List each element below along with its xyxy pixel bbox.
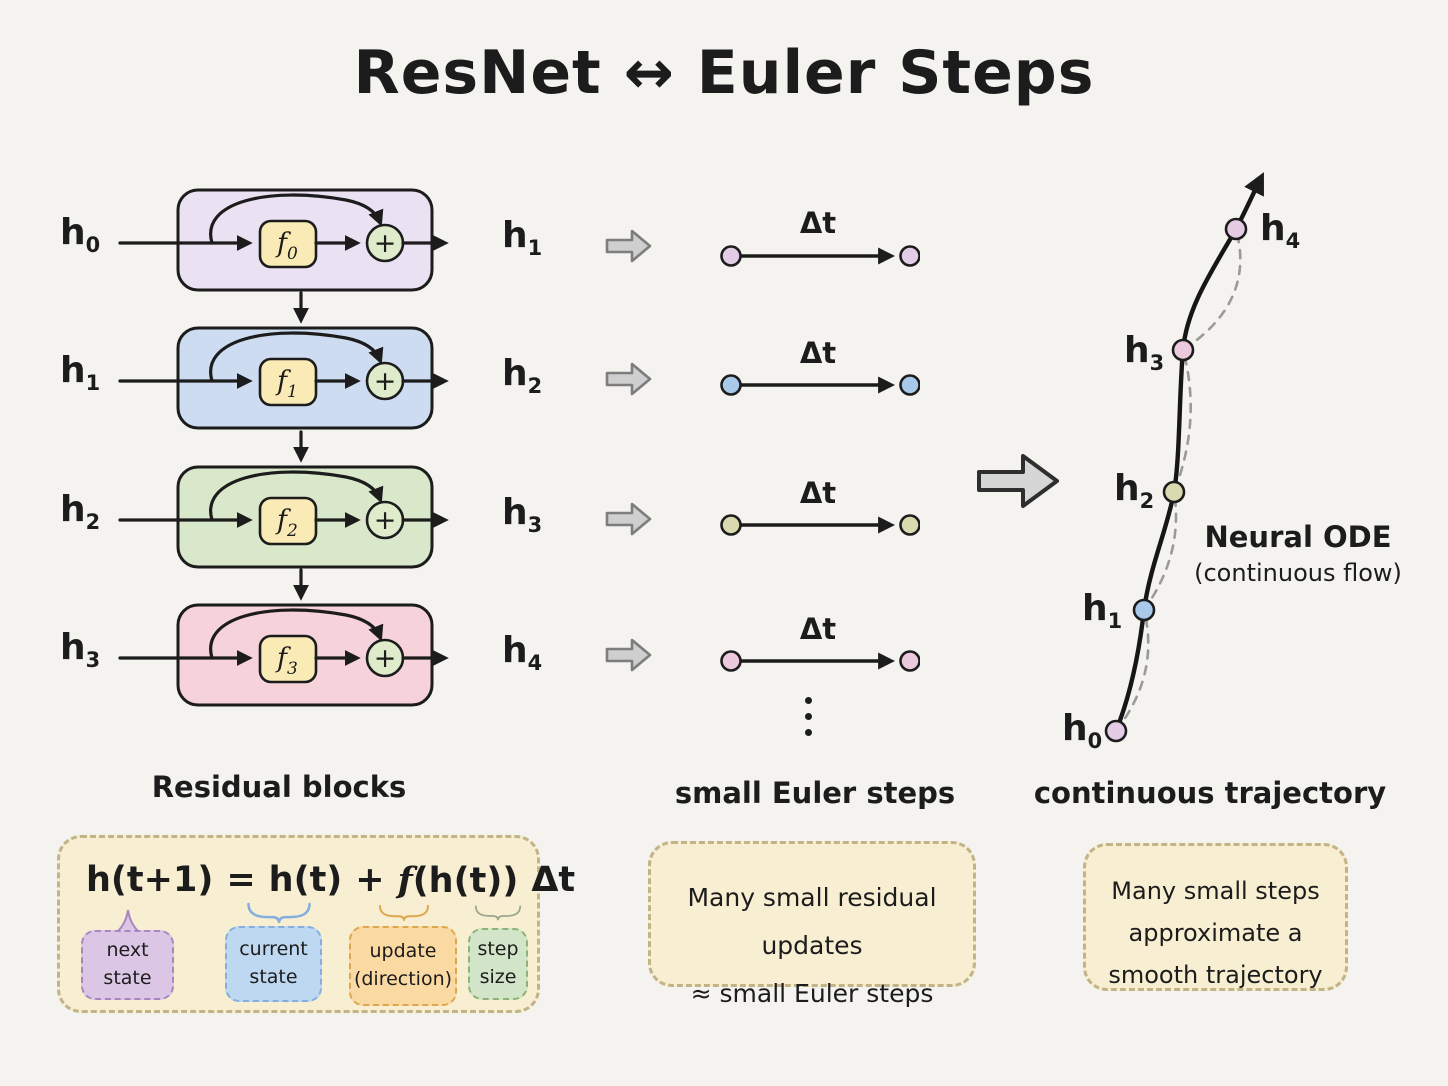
step-arrow-icon bbox=[605, 362, 652, 396]
formula-current-state: h(t) bbox=[268, 860, 343, 900]
trajectory-point-h1 bbox=[1132, 598, 1156, 622]
trajectory-note-box: Many small steps approximate a smooth tr… bbox=[1083, 843, 1348, 991]
euler-step bbox=[720, 650, 920, 672]
step-arrow-icon bbox=[605, 502, 652, 536]
residual-block-row: h0 f0 + h1 bbox=[48, 186, 608, 298]
caption-small-euler-steps: small Euler steps bbox=[674, 776, 956, 810]
state-label-h4: h4 bbox=[502, 630, 543, 676]
euler-note-line1: Many small residual updates bbox=[687, 883, 937, 960]
euler-note-line2: ≈ small Euler steps bbox=[690, 979, 934, 1008]
down-arrow-icon bbox=[293, 291, 309, 324]
delta-t-label: Δt bbox=[799, 612, 837, 646]
delta-t-label: Δt bbox=[799, 206, 837, 240]
skip-connection-arc bbox=[209, 470, 384, 522]
neural-ode-annotation: Neural ODE (continuous flow) bbox=[1194, 520, 1402, 588]
svg-text:+: + bbox=[374, 228, 397, 259]
euler-approximation-dashed-path bbox=[1114, 227, 1242, 733]
state-label-h2: h2 bbox=[502, 353, 543, 399]
state-label-h3: h3 bbox=[60, 627, 101, 673]
residual-block-diagram: f3 + bbox=[118, 603, 449, 707]
trajectory-plot bbox=[1104, 172, 1264, 743]
trajectory-label-h2: h2 bbox=[1114, 468, 1155, 514]
svg-text:+: + bbox=[374, 366, 397, 397]
state-label-h3: h3 bbox=[502, 492, 543, 538]
trajectory-note-line3: smooth trajectory bbox=[1108, 961, 1323, 989]
formula-update-term: f(h(t)) bbox=[397, 860, 519, 901]
trajectory-point-h4 bbox=[1224, 217, 1248, 241]
euler-note-box: Many small residual updates ≈ small Eule… bbox=[648, 841, 976, 1008]
euler-step bbox=[720, 374, 920, 396]
trajectory-note-line1: Many small steps bbox=[1111, 877, 1320, 905]
step-arrow-icon bbox=[605, 229, 652, 263]
residual-block-row: h1 f1 + h2 bbox=[48, 324, 608, 436]
state-label-h1: h1 bbox=[60, 350, 101, 396]
down-arrow-icon bbox=[293, 430, 309, 463]
delta-t-label: Δt bbox=[799, 476, 837, 510]
state-label-h2: h2 bbox=[60, 489, 101, 535]
formula-plus: + bbox=[355, 860, 385, 900]
residual-block-diagram: f0 + bbox=[118, 188, 449, 292]
residual-block-diagram: f2 + bbox=[118, 465, 449, 569]
trajectory-point-h0 bbox=[1104, 719, 1128, 743]
state-label-h1: h1 bbox=[502, 215, 543, 261]
state-label-h0: h0 bbox=[60, 212, 101, 258]
big-arrow-icon bbox=[977, 454, 1059, 508]
brace-icon bbox=[378, 904, 430, 921]
trajectory-label-h3: h3 bbox=[1124, 330, 1165, 376]
trajectory-note-line2: approximate a bbox=[1128, 919, 1303, 947]
formula-equals: = bbox=[226, 860, 256, 900]
trajectory-label-h4: h4 bbox=[1260, 208, 1301, 254]
formula-next-state: h(t+1) bbox=[86, 860, 214, 900]
skip-connection-arc bbox=[209, 331, 384, 383]
svg-text:+: + bbox=[374, 505, 397, 536]
caption-continuous-trajectory: continuous trajectory bbox=[1033, 776, 1387, 810]
svg-text:+: + bbox=[374, 643, 397, 674]
step-arrow-icon bbox=[605, 638, 652, 672]
delta-t-label: Δt bbox=[799, 336, 837, 370]
euler-step bbox=[720, 245, 920, 267]
formula-step-size: Δt bbox=[531, 860, 576, 900]
caption-residual-blocks: Residual blocks bbox=[151, 770, 407, 804]
residual-block-row: h2 f2 + h3 bbox=[48, 463, 608, 575]
trajectory-point-h3 bbox=[1171, 338, 1195, 362]
euler-update-formula: h(t+1) = h(t) + f(h(t)) Δt bbox=[86, 860, 575, 901]
brace-icon bbox=[247, 902, 311, 923]
euler-step bbox=[720, 514, 920, 536]
page-title: ResNet ↔ Euler Steps bbox=[353, 38, 1095, 108]
pointer-tail-icon bbox=[115, 909, 141, 932]
skip-connection-arc bbox=[209, 608, 384, 660]
trajectory-label-h1: h1 bbox=[1082, 588, 1123, 634]
residual-block-row: h3 f3 + h4 bbox=[48, 601, 608, 713]
trajectory-label-h0: h0 bbox=[1062, 708, 1103, 754]
continuous-trajectory-path bbox=[1113, 172, 1264, 734]
down-arrow-icon bbox=[293, 568, 309, 601]
skip-connection-arc bbox=[209, 193, 384, 245]
residual-block-diagram: f1 + bbox=[118, 326, 449, 430]
trajectory-point-h2 bbox=[1162, 480, 1186, 504]
callout-update-direction: update(direction) bbox=[349, 926, 457, 1006]
vertical-ellipsis-icon bbox=[805, 697, 812, 736]
brace-icon bbox=[474, 905, 522, 921]
